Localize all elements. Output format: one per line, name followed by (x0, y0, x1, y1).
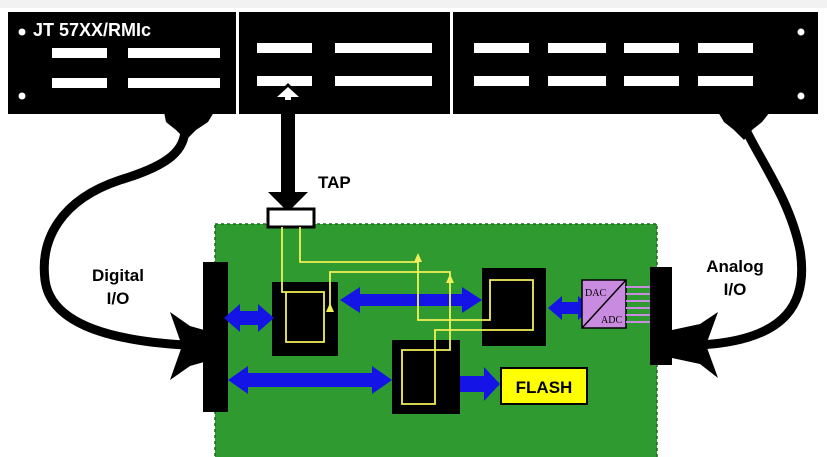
rack-slot (474, 43, 529, 53)
jtag-trace (299, 227, 534, 405)
digital-io-label-line2: I/O (107, 289, 130, 308)
dac-label: DAC (585, 288, 606, 299)
digital-cable-board-plug (170, 312, 204, 380)
bus-arrow-chip3-flash (460, 367, 500, 401)
rack-slot (474, 76, 529, 86)
rack-slot (624, 76, 679, 86)
rack-slot (52, 78, 107, 88)
rack-divider-1 (236, 12, 239, 114)
rack-slot (257, 43, 312, 53)
analog-cable-board-plug (672, 312, 718, 378)
converter-pins (626, 286, 650, 323)
tap-label: TAP (318, 173, 351, 192)
rack-divider-2 (450, 12, 453, 114)
flash-chip (500, 367, 588, 405)
bus-arrow-connector-chip1 (224, 304, 274, 332)
converter-diagonal (581, 279, 627, 329)
digital-io-connector (203, 262, 228, 412)
rack-hole (797, 92, 805, 100)
flash-label: FLASH (516, 378, 573, 397)
bus-arrow-chip1-chip2 (340, 287, 482, 313)
jtag-trace (281, 227, 325, 343)
rack-hole (18, 28, 26, 36)
analog-io-cable (695, 123, 807, 350)
chip-2 (482, 268, 546, 346)
analog-io-label-line2: I/O (724, 280, 747, 299)
bus-arrow-chip2-converter (548, 296, 592, 320)
tap-connector (266, 207, 316, 229)
rack-chassis: JT 57XX/RMIc (8, 12, 818, 114)
rack-hole (18, 92, 26, 100)
tap-arrow (268, 83, 308, 212)
rack-body (8, 12, 818, 114)
rack-slot (335, 76, 432, 86)
rack-slot (698, 43, 753, 53)
analog-io-connector (650, 267, 672, 365)
bus-arrow-connector-chip3 (228, 366, 392, 394)
top-strip (0, 0, 827, 8)
rack-slot (698, 76, 753, 86)
rack-slot (548, 43, 606, 53)
rack-hole (797, 28, 805, 36)
rack-slot (128, 48, 220, 58)
bus-arrows (224, 287, 592, 401)
chip-3 (392, 340, 460, 414)
jtag-traces (281, 227, 534, 405)
rack-slot (624, 43, 679, 53)
jtag-trace-arrowheads (326, 253, 454, 312)
rack-slot (548, 76, 606, 86)
rack-slot (128, 78, 220, 88)
rack-slot (257, 76, 312, 86)
analog-io-label-line1: Analog (706, 257, 764, 276)
cables (39, 123, 807, 350)
chip-1 (272, 282, 338, 356)
analog-cable-rack-plug (718, 112, 770, 140)
digital-io-label-line1: Digital (92, 266, 144, 285)
digital-cable-rack-plug (164, 112, 214, 140)
digital-io-cable (39, 123, 190, 350)
rack-slot (335, 43, 432, 53)
adc-label: ADC (601, 315, 622, 326)
rack-slot (52, 48, 107, 58)
rack-model-label: JT 57XX/RMIc (33, 20, 151, 40)
